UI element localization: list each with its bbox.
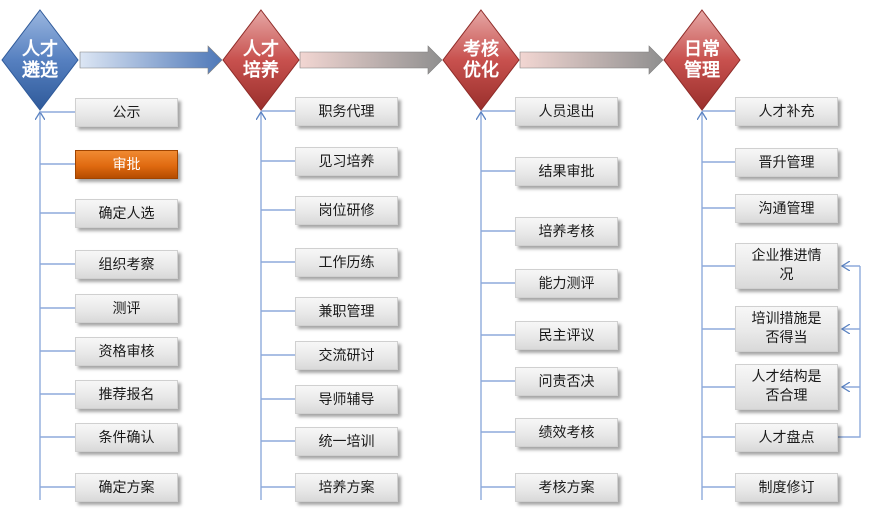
- stage-item-box[interactable]: 工作历练: [295, 247, 398, 277]
- stage-item-box[interactable]: 审批: [75, 149, 178, 179]
- stage-item-box[interactable]: 推荐报名: [75, 379, 178, 409]
- stage-item-box[interactable]: 问责否决: [515, 366, 618, 396]
- stage-item-box[interactable]: 能力测评: [515, 268, 618, 298]
- stage-item-box[interactable]: 导师辅导: [295, 384, 398, 414]
- stage-item-box[interactable]: 确定人选: [75, 198, 178, 228]
- stage-item-box[interactable]: 培训措施是 否得当: [735, 306, 838, 352]
- stage-diamond: [442, 9, 520, 111]
- stage-item-box[interactable]: 培养考核: [515, 216, 618, 246]
- stage-title: 日常 管理: [684, 39, 720, 81]
- stage-diamond: [222, 9, 300, 111]
- stage-item-box[interactable]: 民主评议: [515, 320, 618, 350]
- stage-title: 人才 遴选: [22, 39, 58, 81]
- stage-item-box[interactable]: 资格审核: [75, 336, 178, 366]
- stage-item-box[interactable]: 考核方案: [515, 472, 618, 502]
- stage-title: 考核 优化: [463, 39, 499, 81]
- stage-item-box[interactable]: 培养方案: [295, 472, 398, 502]
- flow-arrow-1: [79, 45, 223, 75]
- stage-item-box[interactable]: 条件确认: [75, 422, 178, 452]
- stage-item-box[interactable]: 岗位研修: [295, 195, 398, 225]
- stage-title: 人才 培养: [243, 39, 279, 81]
- stage-item-box[interactable]: 人员退出: [515, 96, 618, 126]
- stage-item-box[interactable]: 职务代理: [295, 96, 398, 126]
- stage-item-box[interactable]: 结果审批: [515, 156, 618, 186]
- stage-item-box[interactable]: 确定方案: [75, 472, 178, 502]
- flow-arrow-2: [299, 45, 443, 75]
- stage-item-box[interactable]: 人才补充: [735, 96, 838, 126]
- stage-item-box[interactable]: 公示: [75, 97, 178, 127]
- stage-item-box[interactable]: 组织考察: [75, 249, 178, 279]
- stage-item-box[interactable]: 交流研讨: [295, 340, 398, 370]
- stage-item-box[interactable]: 人才盘点: [735, 422, 838, 452]
- stage-item-box[interactable]: 企业推进情 况: [735, 243, 838, 289]
- stage-item-box[interactable]: 兼职管理: [295, 296, 398, 326]
- stage-item-box[interactable]: 人才结构是 否合理: [735, 364, 838, 410]
- stage-diamond: [663, 9, 741, 111]
- stage-item-box[interactable]: 统一培训: [295, 426, 398, 456]
- stage-diamond: [1, 9, 79, 111]
- stage-item-box[interactable]: 晋升管理: [735, 147, 838, 177]
- stage-item-box[interactable]: 绩效考核: [515, 417, 618, 447]
- stage-item-box[interactable]: 测评: [75, 293, 178, 323]
- stage-item-box[interactable]: 沟通管理: [735, 193, 838, 223]
- feedback-loop-line: [838, 266, 861, 438]
- stage-item-box[interactable]: 见习培养: [295, 146, 398, 176]
- stage-item-box[interactable]: 制度修订: [735, 472, 838, 502]
- flow-arrow-3: [519, 45, 664, 75]
